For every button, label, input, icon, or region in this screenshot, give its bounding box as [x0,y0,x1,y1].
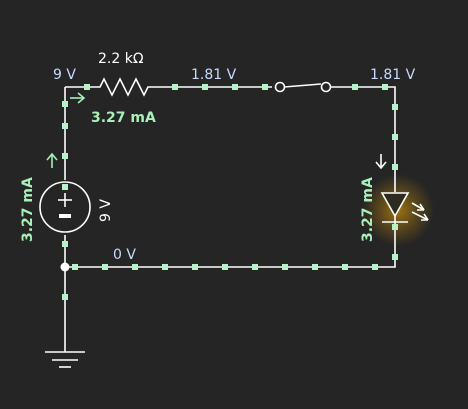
ground-voltage-label: 0 V [113,247,136,263]
current-arrows [46,92,387,170]
node-voltage-top-left: 9 V [53,67,76,83]
wire-current-label: 3.27 mA [91,110,156,126]
led-current-label: 3.27 mA [360,177,376,242]
node-voltage-top-right: 1.81 V [370,67,416,83]
arrow-down-icon [375,154,387,170]
junction-node[interactable] [60,262,70,272]
arrow-right-icon [70,92,86,104]
resistor-value-label: 2.2 kΩ [98,51,144,67]
dc-voltage-source-icon[interactable] [39,181,91,233]
resistor[interactable] [88,77,152,97]
led-icon[interactable] [380,192,429,228]
current-flow-dots [62,84,398,300]
wire-bottom[interactable] [65,228,396,268]
open-switch-icon[interactable] [274,81,332,93]
source-value-label: 9 V [98,199,114,222]
wire-top-right[interactable] [330,86,396,192]
arrow-up-icon [46,152,58,168]
node-voltage-mid: 1.81 V [191,67,237,83]
source-current-label: 3.27 mA [20,177,36,242]
ground-icon [45,351,85,368]
wires [64,86,396,352]
